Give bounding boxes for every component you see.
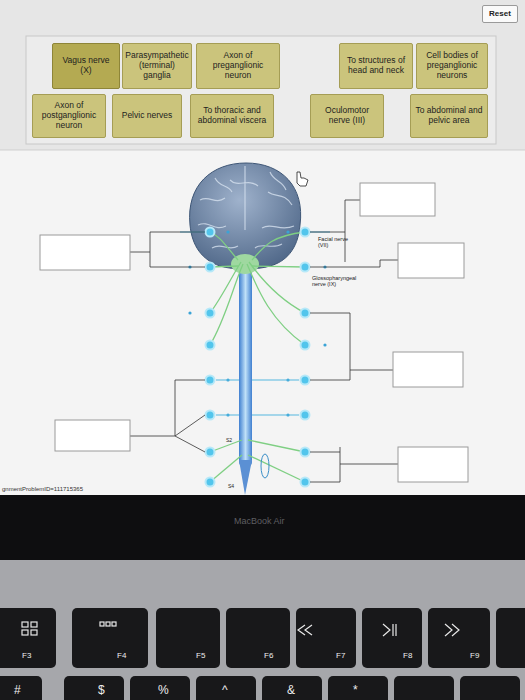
- divider: [0, 150, 525, 151]
- cauda: [239, 460, 252, 495]
- fibre-stubs: [180, 232, 330, 415]
- node-text: To abdominal and pelvic area: [414, 106, 484, 126]
- key-label: &: [287, 684, 295, 697]
- key-label: *: [353, 684, 358, 697]
- bezel: [0, 495, 525, 560]
- node-text: Axon of postganglionic neuron: [36, 101, 102, 130]
- node-text: Pelvic nerves: [122, 111, 173, 121]
- answer-tile: Axon of postganglionic neuron: [32, 94, 106, 138]
- node-text: Axon of preganglionic neuron: [200, 51, 276, 80]
- answer-tile: To thoracic and abdominal viscera: [190, 94, 274, 138]
- fibre-dots: [188, 230, 326, 416]
- leader-lines: [130, 200, 398, 482]
- answer-tile: Axon of preganglionic neuron: [196, 43, 280, 89]
- answer-tile: Pelvic nerves: [112, 94, 182, 138]
- answer-tile: To abdominal and pelvic area: [410, 94, 488, 138]
- nerve-label: Glossopharyngeal nerve (IX): [312, 275, 362, 287]
- url-text: gnmentProblemID=111715365: [2, 486, 83, 493]
- keys: [0, 608, 525, 700]
- pelvic-ganglion: [261, 454, 269, 478]
- key-label: F3: [22, 652, 31, 661]
- drop-target: [40, 183, 468, 482]
- key-label: F6: [264, 652, 273, 661]
- nerve-label: Facial nerve (VII): [318, 236, 358, 248]
- key-label: F9: [470, 652, 479, 661]
- ganglia: [206, 228, 310, 487]
- toolbar-panel: [0, 0, 525, 150]
- node-text: Cell bodies of preganglionic neurons: [420, 51, 484, 80]
- brain: [190, 163, 301, 274]
- node-text: Oculomotor nerve (III): [314, 106, 380, 126]
- spinal-cord: [239, 262, 252, 467]
- answer-tile: Oculomotor nerve (III): [310, 94, 384, 138]
- key-label: F8: [403, 652, 412, 661]
- reset-button: Reset: [482, 5, 518, 23]
- node-text: To thoracic and abdominal viscera: [194, 106, 270, 126]
- segment-label: S4: [228, 484, 234, 490]
- key-label: F7: [336, 652, 345, 661]
- answer-tile: Cell bodies of preganglionic neurons: [416, 43, 488, 89]
- key-label: #: [14, 684, 21, 697]
- answer-tile: Vagus nerve (X): [52, 43, 120, 89]
- key-label: $: [98, 684, 105, 697]
- node-text: Vagus nerve (X): [56, 56, 116, 76]
- segment-label: S2: [226, 438, 232, 444]
- tile-tray: [26, 36, 496, 144]
- nerve-fibres: [210, 232, 305, 482]
- answer-tile: Parasympathetic (terminal) ganglia: [122, 43, 192, 89]
- answer-tile: To structures of head and neck: [339, 43, 413, 89]
- key-label: %: [158, 684, 169, 697]
- screen: [0, 0, 525, 495]
- cursor-hand: [297, 172, 308, 186]
- key-icons: [22, 622, 459, 636]
- key-label: F4: [117, 652, 126, 661]
- node-text: Parasympathetic (terminal) ganglia: [125, 51, 188, 80]
- key-label: F5: [196, 652, 205, 661]
- node-text: Reset: [489, 9, 511, 18]
- brand-label: MacBook Air: [234, 517, 285, 527]
- node-text: To structures of head and neck: [343, 56, 409, 76]
- key-label: ^: [222, 684, 228, 697]
